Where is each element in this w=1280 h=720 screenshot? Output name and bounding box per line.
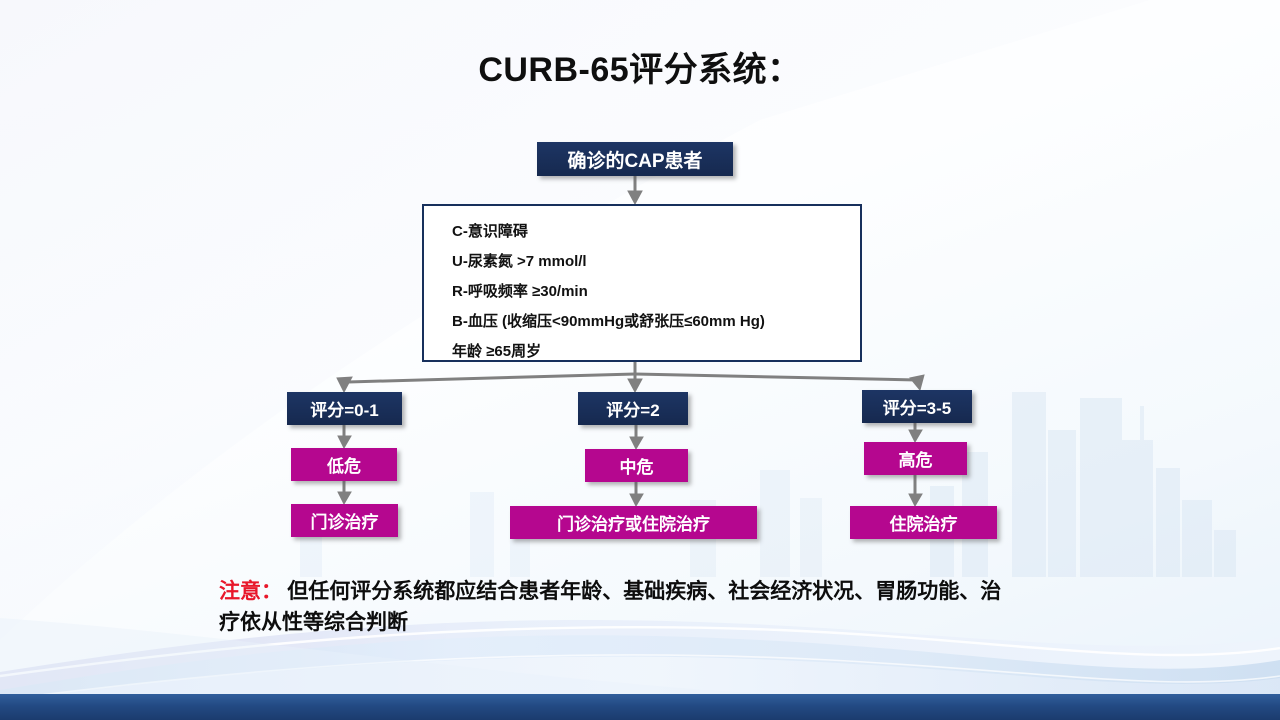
criteria-panel: C-意识障碍 U-尿素氮 >7 mmol/l R-呼吸频率 ≥30/min B-… bbox=[422, 204, 862, 362]
flow-node-score-low-label: 评分=0-1 bbox=[310, 401, 379, 420]
flow-node-treatment-mid-label: 门诊治疗或住院治疗 bbox=[557, 515, 710, 534]
skyline-watermark bbox=[930, 392, 1236, 577]
flow-node-treatment-low: 门诊治疗 bbox=[291, 504, 398, 537]
flow-node-risk-high-label: 高危 bbox=[898, 451, 933, 470]
flow-node-risk-mid-label: 中危 bbox=[619, 458, 654, 477]
flow-node-treatment-high-label: 住院治疗 bbox=[889, 515, 958, 534]
flow-node-risk-high: 高危 bbox=[864, 442, 967, 475]
flow-node-score-mid-label: 评分=2 bbox=[606, 401, 660, 420]
flow-node-score-high-label: 评分=3-5 bbox=[882, 399, 952, 418]
footnote-label: 注意： bbox=[219, 579, 282, 603]
flow-node-score-mid: 评分=2 bbox=[578, 392, 688, 425]
footnote: 注意： 但任何评分系统都应结合患者年龄、基础疾病、社会经济状况、胃肠功能、治疗依… bbox=[219, 576, 1019, 638]
flow-node-risk-low: 低危 bbox=[291, 448, 397, 481]
criteria-line-c: C-意识障碍 bbox=[452, 223, 528, 240]
criteria-line-u: U-尿素氮 >7 mmol/l bbox=[452, 253, 587, 270]
flow-node-treatment-low-label: 门诊治疗 bbox=[310, 513, 379, 532]
flow-node-root-label: 确诊的CAP患者 bbox=[567, 150, 703, 172]
footnote-text: 但任何评分系统都应结合患者年龄、基础疾病、社会经济状况、胃肠功能、治疗依从性等综… bbox=[219, 579, 1002, 634]
flow-node-risk-low-label: 低危 bbox=[327, 457, 361, 476]
flow-node-root: 确诊的CAP患者 bbox=[537, 142, 733, 176]
flow-node-score-low: 评分=0-1 bbox=[287, 392, 402, 425]
criteria-line-b: B-血压 (收缩压<90mmHg或舒张压≤60mm Hg) bbox=[452, 313, 765, 330]
page-title: CURB-65评分系统： bbox=[478, 51, 802, 89]
criteria-line-r: R-呼吸频率 ≥30/min bbox=[452, 283, 588, 300]
flow-node-score-high: 评分=3-5 bbox=[862, 390, 972, 423]
flow-node-treatment-high: 住院治疗 bbox=[850, 506, 997, 539]
flow-node-treatment-mid: 门诊治疗或住院治疗 bbox=[510, 506, 757, 539]
flow-node-risk-mid: 中危 bbox=[585, 449, 688, 482]
criteria-line-age: 年龄 ≥65周岁 bbox=[452, 343, 542, 360]
